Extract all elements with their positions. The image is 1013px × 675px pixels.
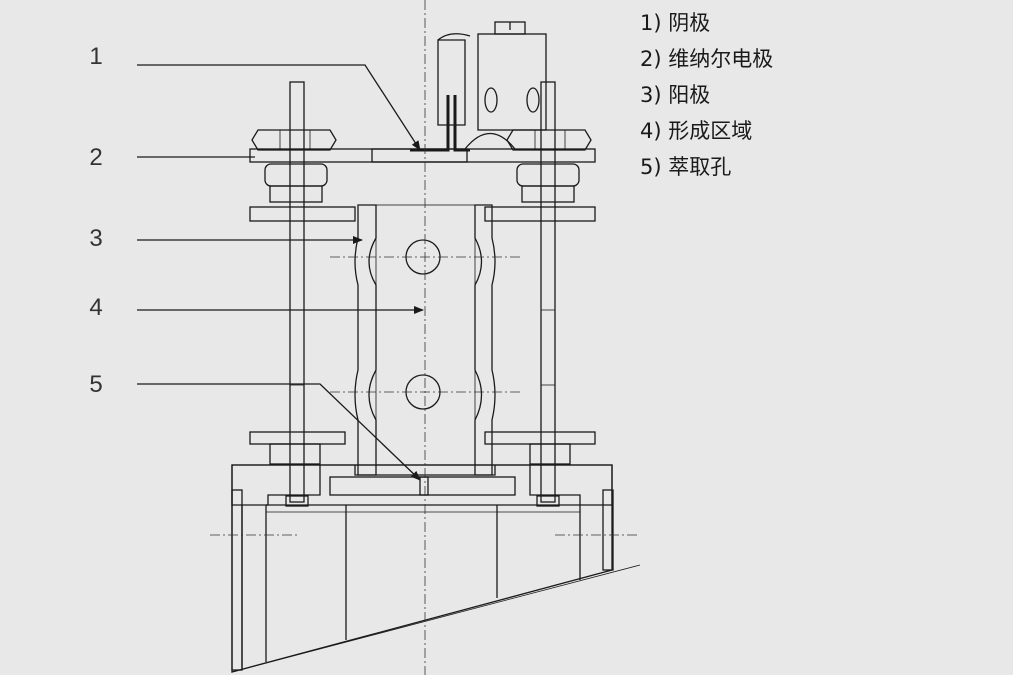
- callout-numbers: 1 2 3 4 5: [89, 43, 102, 398]
- lower-housing: [210, 464, 641, 673]
- legend-item-formation-zone: 4) 形成区域: [640, 119, 752, 143]
- leader-line-1: [137, 64, 421, 151]
- callout-number-3: 3: [89, 225, 102, 252]
- callout-number-2: 2: [89, 144, 102, 171]
- leader-line-5: [137, 383, 421, 481]
- lower-flange: [249, 431, 596, 465]
- right-rod: [506, 81, 592, 507]
- legend: 1) 阴极 2) 维纳尔电极 3) 阳极 4) 形成区域 5) 萃取孔: [640, 11, 773, 179]
- legend-item-wehnelt: 2) 维纳尔电极: [640, 47, 773, 71]
- callout-number-1: 1: [89, 43, 102, 70]
- callout-number-5: 5: [89, 371, 102, 398]
- legend-item-cathode: 1) 阴极: [640, 11, 710, 35]
- leader-lines: [137, 64, 424, 481]
- upper-flange: [249, 206, 596, 222]
- legend-item-anode: 3) 阳极: [640, 83, 710, 107]
- cathode-assembly: [410, 21, 547, 152]
- left-rod: [251, 81, 337, 507]
- legend-item-extraction-hole: 5) 萃取孔: [640, 155, 731, 179]
- callout-number-4: 4: [89, 294, 102, 321]
